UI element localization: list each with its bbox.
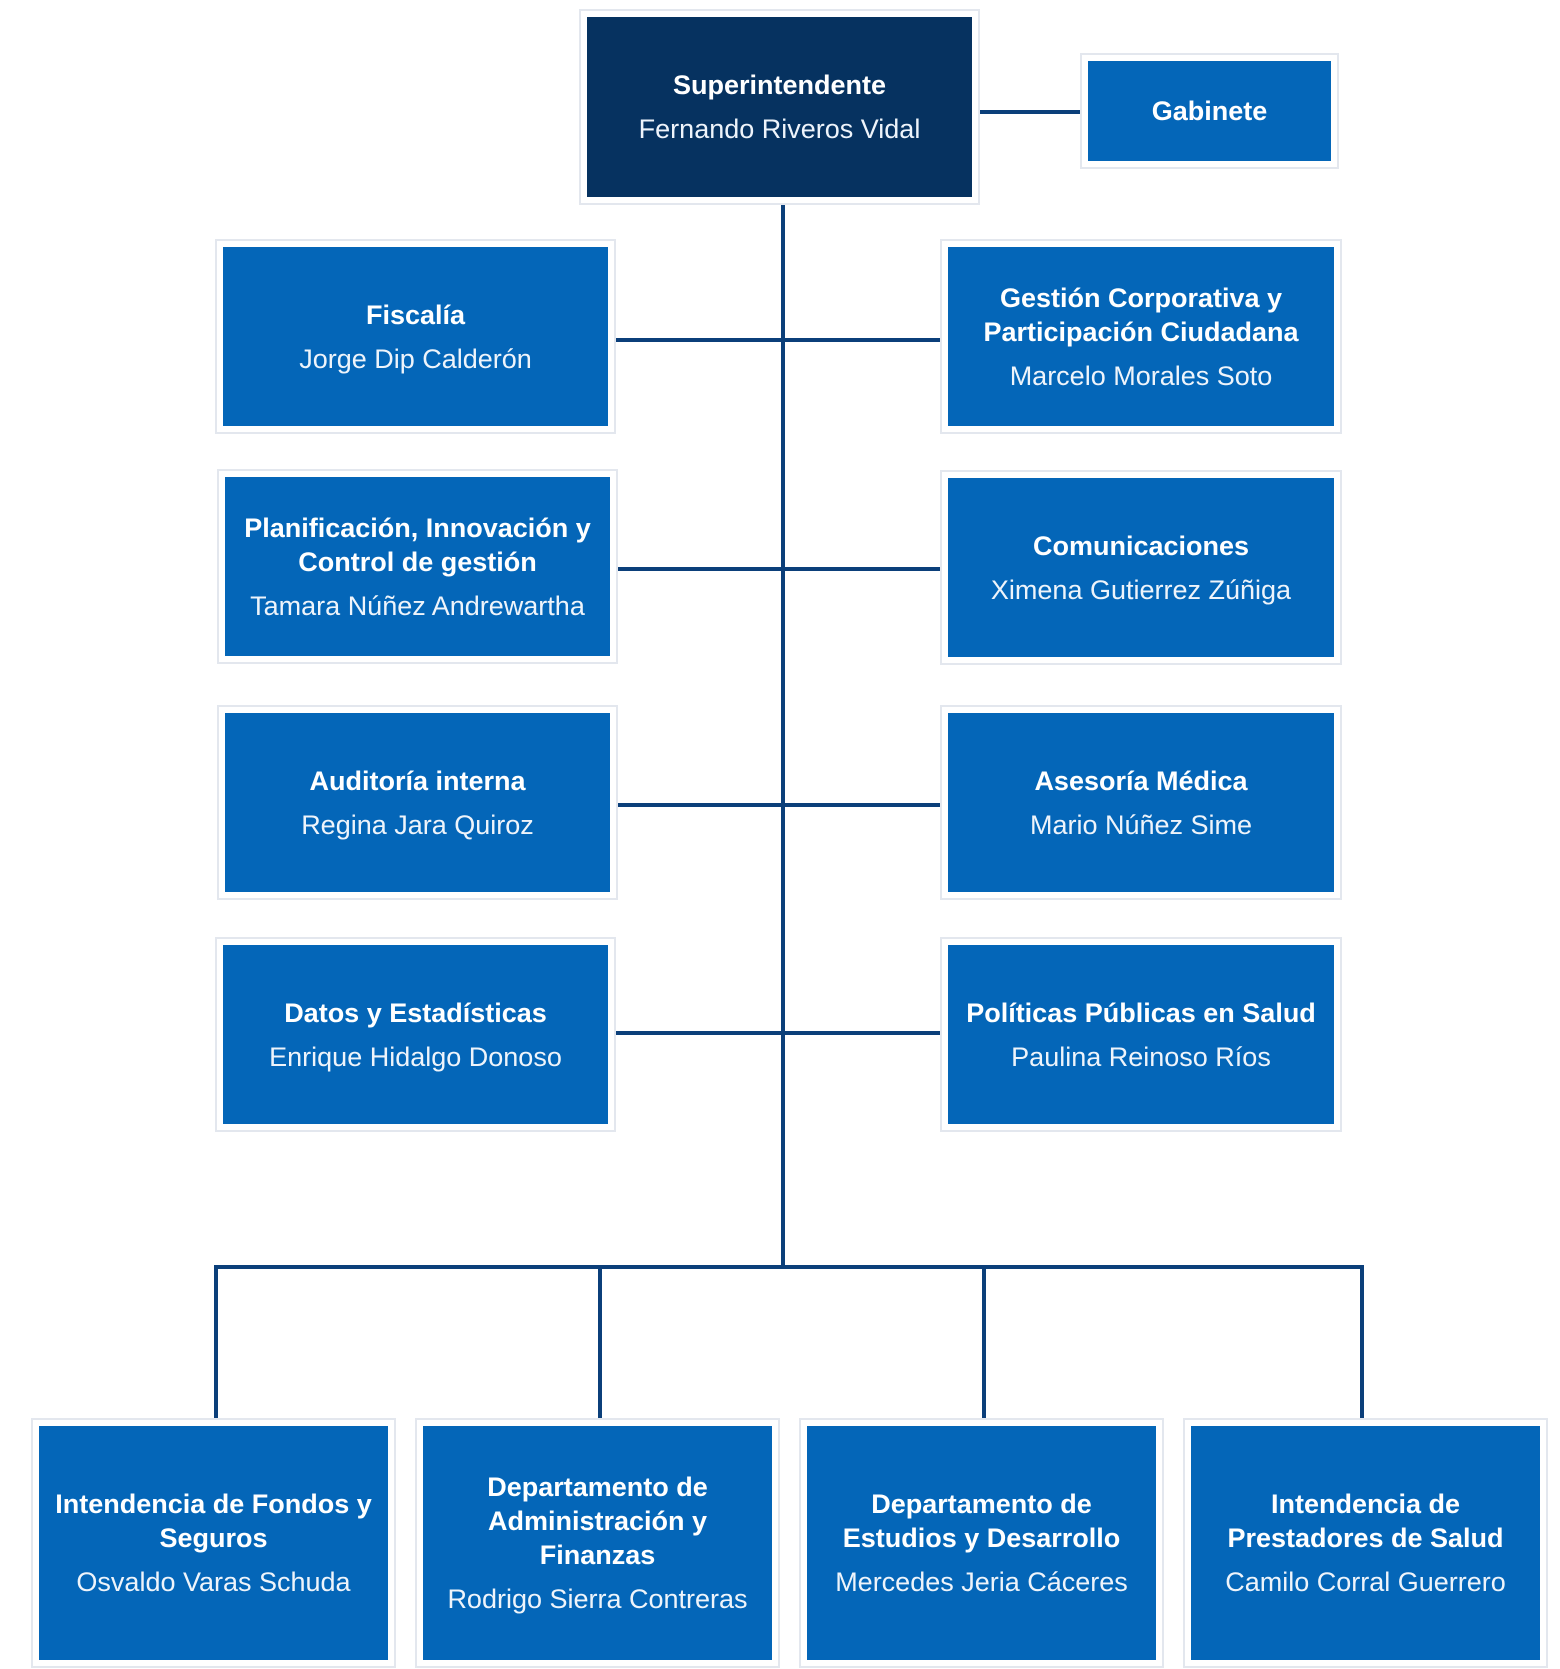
node-name: Ximena Gutierrez Zúñiga <box>990 574 1292 605</box>
node-name: Tamara Núñez Andrewartha <box>250 590 585 621</box>
node-title: Asesoría Médica <box>1034 765 1248 796</box>
node-estudios-desarrollo[interactable]: Departamento de Estudios y Desarrollo Me… <box>799 1418 1164 1668</box>
node-name: Camilo Corral Guerrero <box>1225 1567 1506 1597</box>
node-asesoria-medica[interactable]: Asesoría Médica Mario Núñez Sime <box>940 705 1342 900</box>
node-fiscalia[interactable]: Fiscalía Jorge Dip Calderón <box>215 239 616 434</box>
node-name: Rodrigo Sierra Contreras <box>447 1584 748 1614</box>
node-politicas-publicas[interactable]: Políticas Públicas en Salud Paulina Rein… <box>940 937 1342 1132</box>
node-intendencia-fondos[interactable]: Intendencia de Fondos y Seguros Osvaldo … <box>31 1418 396 1668</box>
node-title: Comunicaciones <box>1032 530 1250 561</box>
node-title: Intendencia de Fondos y Seguros <box>55 1489 372 1553</box>
node-name: Mercedes Jeria Cáceres <box>835 1567 1128 1597</box>
node-intendencia-prestadores[interactable]: Intendencia de Prestadores de Salud Cami… <box>1183 1418 1548 1668</box>
node-name: Regina Jara Quiroz <box>301 809 534 840</box>
node-name: Enrique Hidalgo Donoso <box>269 1041 562 1072</box>
superintendent-name: Fernando Riveros Vidal <box>638 114 921 144</box>
node-title: Planificación, Innovación y Control de g… <box>244 512 591 577</box>
node-title: Auditoría interna <box>309 765 526 796</box>
node-title: Gestión Corporativa y Participación Ciud… <box>983 282 1299 347</box>
node-comunicaciones[interactable]: Comunicaciones Ximena Gutierrez Zúñiga <box>940 470 1342 665</box>
cabinet-node[interactable]: Gabinete <box>1080 53 1339 169</box>
cabinet-title: Gabinete <box>1151 96 1268 126</box>
node-datos[interactable]: Datos y Estadísticas Enrique Hidalgo Don… <box>215 937 616 1132</box>
superintendent-node[interactable]: Superintendente Fernando Riveros Vidal <box>579 9 980 205</box>
node-planificacion[interactable]: Planificación, Innovación y Control de g… <box>217 469 618 664</box>
node-name: Mario Núñez Sime <box>1029 809 1253 840</box>
node-name: Marcelo Morales Soto <box>1009 360 1273 391</box>
superintendent-title: Superintendente <box>672 70 887 100</box>
node-title: Políticas Públicas en Salud <box>966 997 1316 1028</box>
node-title: Departamento de Estudios y Desarrollo <box>842 1489 1121 1553</box>
node-title: Fiscalía <box>365 299 466 330</box>
node-administracion-finanzas[interactable]: Departamento de Administración y Finanza… <box>415 1418 780 1668</box>
node-auditoria[interactable]: Auditoría interna Regina Jara Quiroz <box>217 705 618 900</box>
node-title: Intendencia de Prestadores de Salud <box>1227 1489 1504 1553</box>
node-title: Datos y Estadísticas <box>284 997 547 1028</box>
node-title: Departamento de Administración y Finanza… <box>487 1472 708 1570</box>
node-name: Osvaldo Varas Schuda <box>76 1567 351 1597</box>
node-name: Paulina Reinoso Ríos <box>1011 1041 1271 1072</box>
node-gestion-corporativa[interactable]: Gestión Corporativa y Participación Ciud… <box>940 239 1342 434</box>
node-name: Jorge Dip Calderón <box>299 343 532 374</box>
